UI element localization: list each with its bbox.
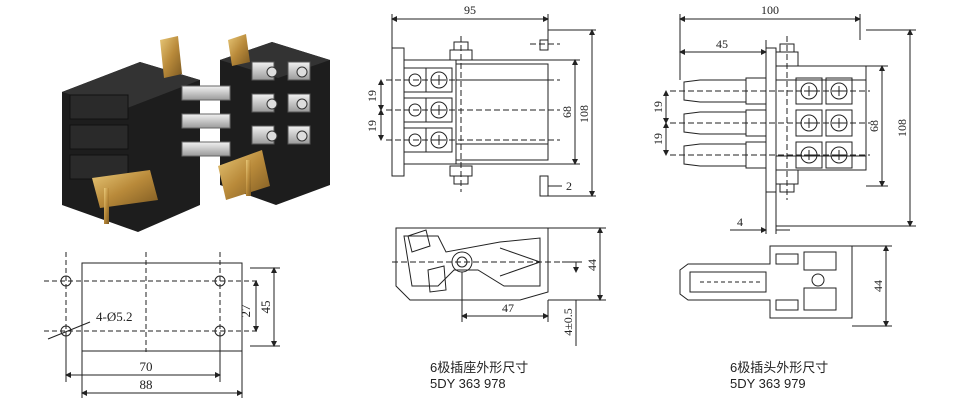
plug-front-view (663, 14, 916, 234)
hole-spec-label: 4-Ø5.2 (96, 309, 132, 324)
socket-dim-108: 108 (577, 105, 591, 123)
plug-caption: 6极插头外形尺寸 (730, 360, 829, 375)
dim-27: 27 (238, 304, 253, 318)
socket-caption: 6极插座外形尺寸 (430, 360, 529, 375)
plug-dim-100: 100 (761, 3, 779, 17)
socket-dim-44: 44 (585, 259, 599, 271)
plug-dim-44: 44 (871, 280, 885, 292)
dim-88: 88 (140, 377, 153, 392)
plug-dim-45: 45 (716, 37, 728, 51)
socket-dim-95: 95 (464, 3, 476, 17)
plug-part-number: 5DY 363 979 (730, 376, 806, 391)
plug-side-view (679, 245, 892, 327)
plug-dim-108: 108 (895, 119, 909, 137)
plug-dim-4: 4 (737, 215, 743, 229)
socket-dim-47: 47 (502, 301, 514, 315)
plug-dim-19a: 19 (651, 101, 665, 113)
product-photo (62, 34, 330, 232)
socket-dim-19b: 19 (365, 120, 379, 132)
dim-45: 45 (258, 301, 273, 314)
plug-dim-68: 68 (867, 120, 881, 132)
socket-dim-68: 68 (560, 106, 574, 118)
dim-70: 70 (140, 359, 153, 374)
mounting-plan (44, 252, 280, 398)
socket-front-view (378, 14, 596, 197)
socket-dim-4: 4±0.5 (561, 308, 575, 336)
socket-dim-2: 2 (566, 179, 572, 193)
plug-dim-19b: 19 (651, 133, 665, 145)
socket-part-number: 5DY 363 978 (430, 376, 506, 391)
socket-side-view (392, 227, 606, 346)
socket-dim-19a: 19 (365, 90, 379, 102)
